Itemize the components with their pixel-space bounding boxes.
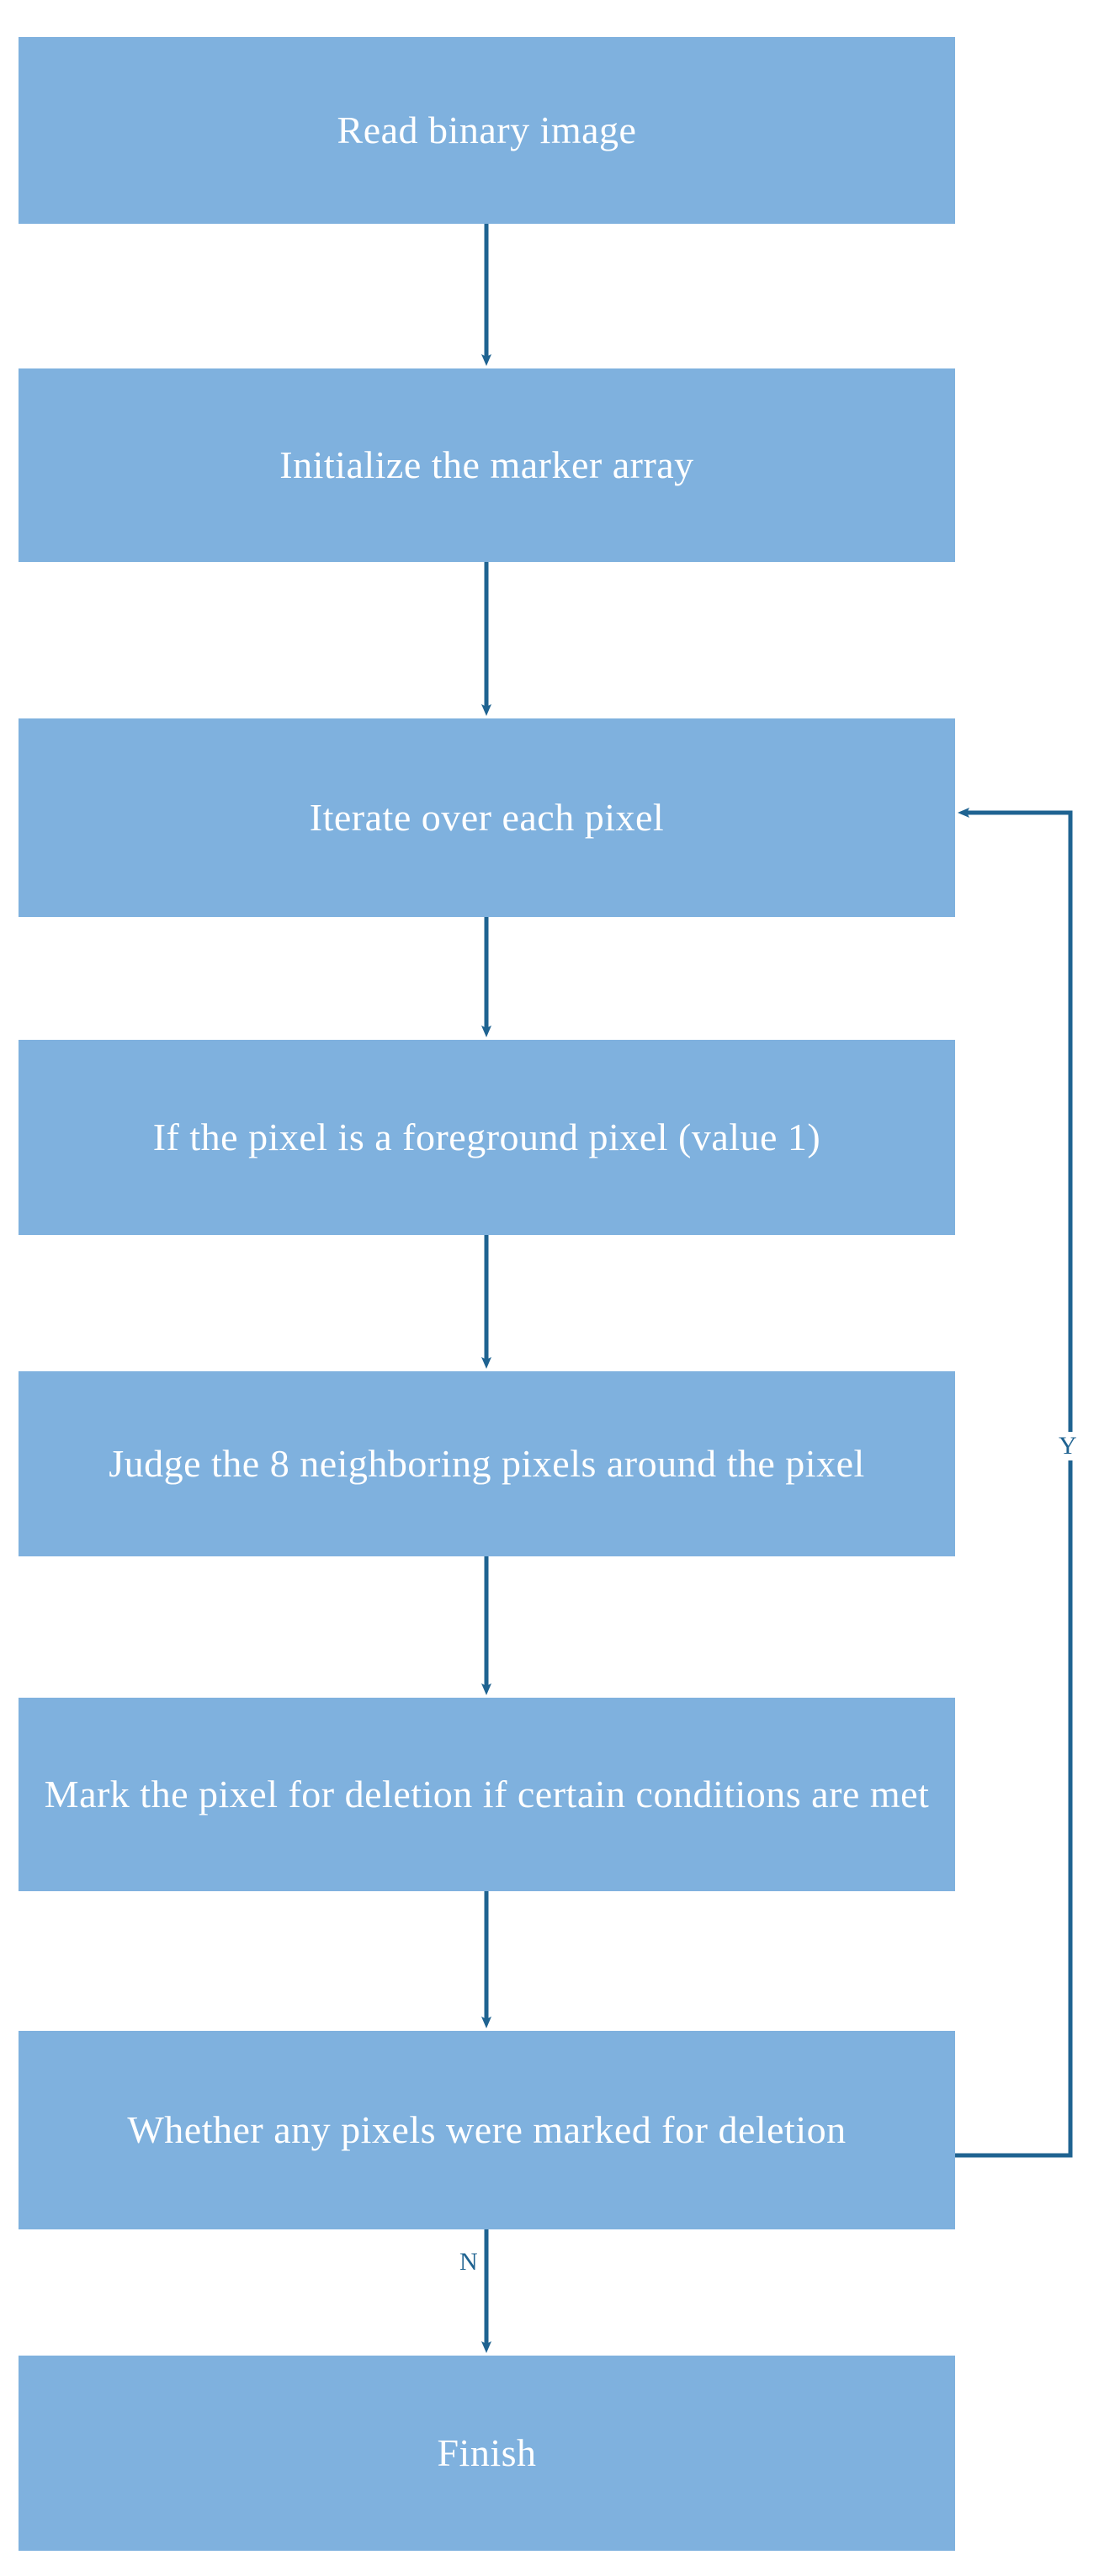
flow-node-label: Mark the pixel for deletion if certain c… xyxy=(44,1772,930,1815)
flow-node-label: Finish xyxy=(437,2430,537,2474)
flow-node-label: Iterate over each pixel xyxy=(309,795,665,839)
flow-node-label: Judge the 8 neighboring pixels around th… xyxy=(109,1441,865,1485)
flow-node-label: Whether any pixels were marked for delet… xyxy=(127,2107,847,2151)
flow-node-if-foreground-pixel[interactable]: If the pixel is a foreground pixel (valu… xyxy=(19,1040,955,1235)
edge-label-yes: Y xyxy=(1054,1432,1082,1460)
flow-node-finish[interactable]: Finish xyxy=(19,2356,955,2551)
edge-n7-n3-feedback xyxy=(955,808,1073,2158)
flow-node-iterate-over-each-pixel[interactable]: Iterate over each pixel xyxy=(19,718,955,917)
flow-node-whether-any-pixels-marked[interactable]: Whether any pixels were marked for delet… xyxy=(19,2031,955,2229)
flow-node-label: If the pixel is a foreground pixel (valu… xyxy=(152,1115,821,1158)
flow-node-label: Read binary image xyxy=(337,108,637,151)
flow-node-mark-pixel-for-deletion[interactable]: Mark the pixel for deletion if certain c… xyxy=(19,1698,955,1891)
flow-node-judge-8-neighbors[interactable]: Judge the 8 neighboring pixels around th… xyxy=(19,1371,955,1556)
flow-node-initialize-marker-array[interactable]: Initialize the marker array xyxy=(19,368,955,562)
flow-node-read-binary-image[interactable]: Read binary image xyxy=(19,37,955,224)
edge-label-no: N xyxy=(454,2248,483,2277)
flow-node-label: Initialize the marker array xyxy=(279,443,694,486)
